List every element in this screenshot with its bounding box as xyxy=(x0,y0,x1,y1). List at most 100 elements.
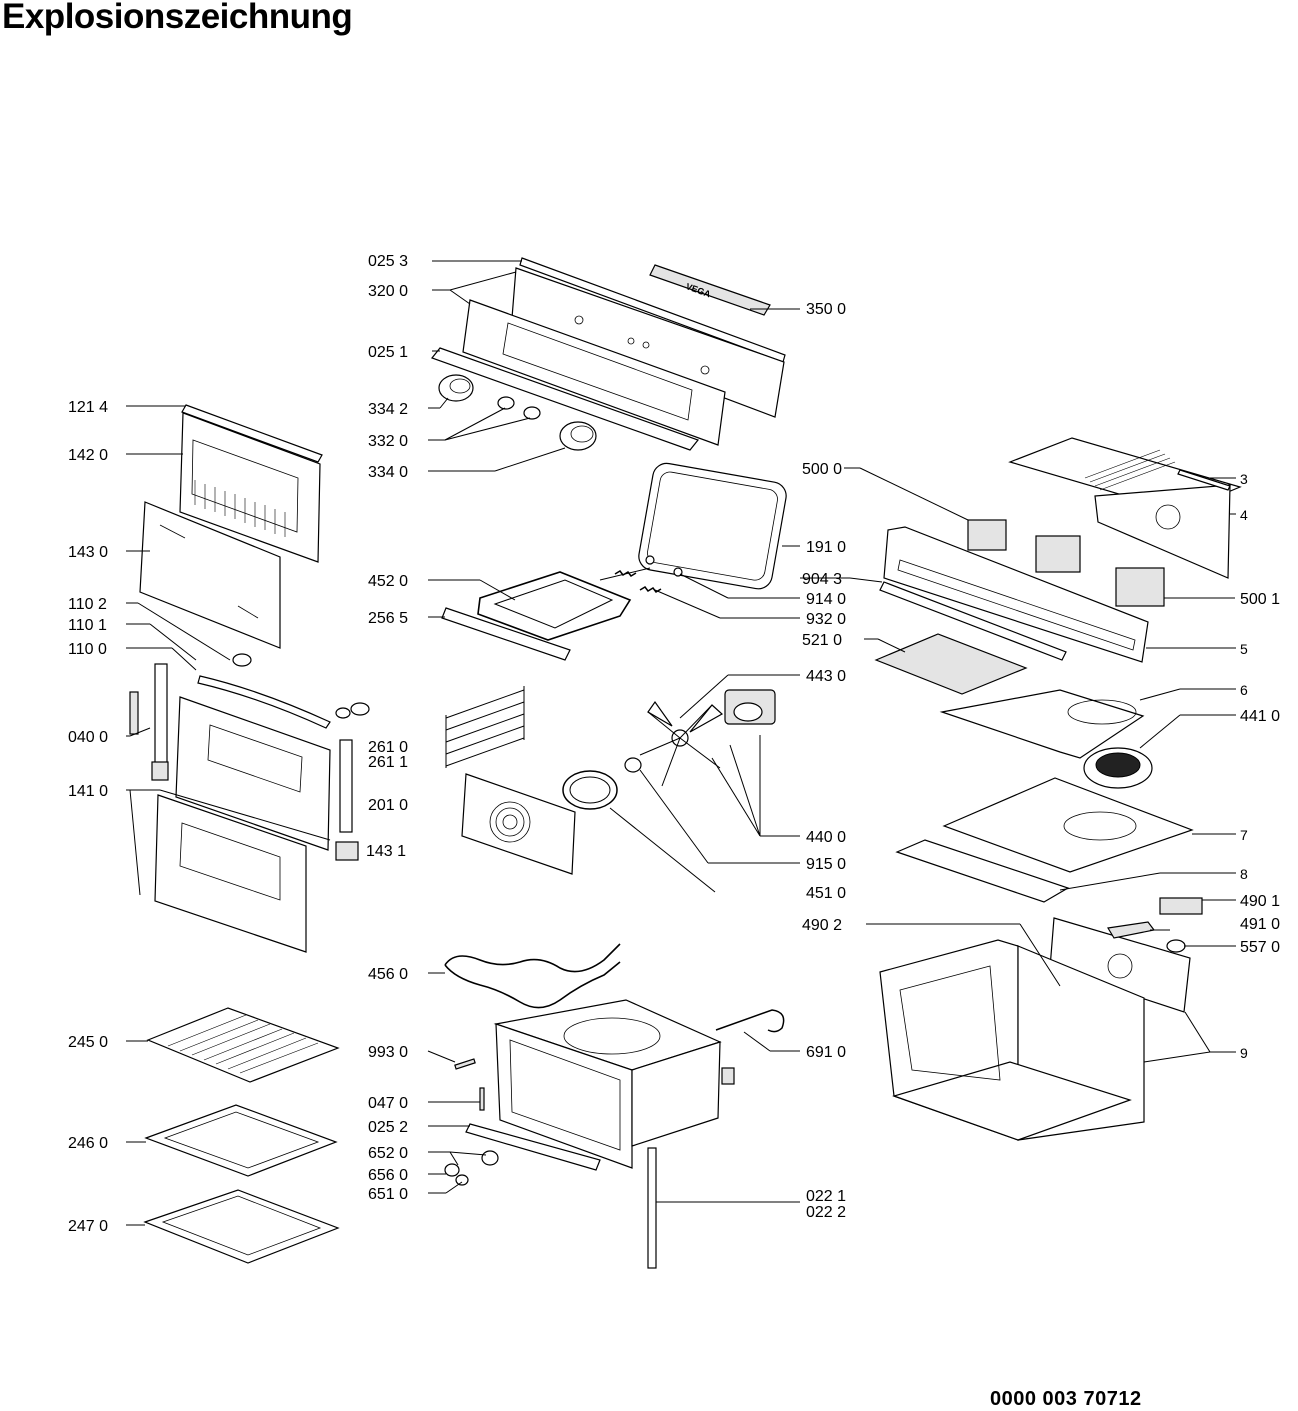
label-022-1: 022 1 xyxy=(806,1188,846,1205)
hinge-040-part xyxy=(129,663,359,861)
fan-blade-441-part xyxy=(639,700,724,787)
control-panel-frame-part xyxy=(462,299,726,446)
sensor-557-part xyxy=(1166,939,1186,953)
module-521-part xyxy=(874,633,1028,695)
label-452-0: 452 0 xyxy=(368,573,408,590)
knob-shafts-332-part xyxy=(497,396,541,420)
label-456-0: 456 0 xyxy=(368,966,408,983)
tray-247-part xyxy=(143,1189,340,1264)
glass-pane-143-part xyxy=(139,501,281,649)
page-title: Explosionszeichnung xyxy=(2,0,353,36)
label-521-0: 521 0 xyxy=(802,632,842,649)
part-labels: 025 3 320 0 025 1 350 0 121 4 142 0 334 … xyxy=(68,253,1280,1235)
label-025-1: 025 1 xyxy=(368,344,408,361)
terminal-491-part xyxy=(1107,921,1156,939)
label-201-0: 201 0 xyxy=(368,797,408,814)
grill-rack-245-part xyxy=(146,1007,340,1083)
label-320-0: 320 0 xyxy=(368,283,408,300)
label-121-4: 121 4 xyxy=(68,399,108,416)
door-handle-part xyxy=(197,653,370,729)
ring-heater-451-part xyxy=(562,770,618,810)
label-500-1: 500 1 xyxy=(1240,591,1280,608)
label-261-0: 261 0 xyxy=(368,739,408,756)
springs-part xyxy=(614,555,683,593)
label-914-0: 914 0 xyxy=(806,591,846,608)
document-number: 0000 003 70712 xyxy=(990,1388,1142,1410)
small-parts-993-part xyxy=(454,1058,485,1111)
label-143-1: 143 1 xyxy=(366,843,406,860)
leader-lines xyxy=(126,260,1236,1226)
knob-334-2-part xyxy=(438,374,474,402)
door-top-profile-part xyxy=(181,404,323,463)
fan-441-0-part xyxy=(1083,747,1153,789)
inner-door-141-part xyxy=(175,696,331,851)
bottom-heater-456-part xyxy=(444,943,621,1009)
label-6: 6 xyxy=(1240,682,1248,698)
trim-strip-part xyxy=(431,347,699,451)
door-seal-part xyxy=(638,462,787,590)
label-490-1: 490 1 xyxy=(1240,893,1280,910)
lamp-hanger-691-part xyxy=(715,1009,785,1085)
label-025-3: 025 3 xyxy=(368,253,408,270)
label-334-0: 334 0 xyxy=(368,464,408,481)
label-4: 4 xyxy=(1240,507,1248,523)
label-332-0: 332 0 xyxy=(368,433,408,450)
fan-motor-443-part xyxy=(724,689,776,725)
label-022-2: 022 2 xyxy=(806,1204,846,1221)
label-656-0: 656 0 xyxy=(368,1167,408,1184)
label-932-0: 932 0 xyxy=(806,611,846,628)
side-rack-261-part xyxy=(445,686,525,768)
front-trim-025-2-part xyxy=(465,1123,601,1171)
badge-350-part: VEGA xyxy=(649,264,771,316)
label-451-0: 451 0 xyxy=(806,885,846,902)
label-110-1: 110 1 xyxy=(68,617,107,634)
label-490-2: 490 2 xyxy=(802,917,842,934)
spacer-915-part xyxy=(624,757,642,773)
label-025-2: 025 2 xyxy=(368,1119,408,1136)
label-143-0: 143 0 xyxy=(68,544,108,561)
label-047-0: 047 0 xyxy=(368,1095,408,1112)
control-frame-5-part xyxy=(883,526,1149,663)
plate-8-part xyxy=(895,839,1070,903)
knob-334-0-part xyxy=(559,421,597,451)
label-3: 3 xyxy=(1240,471,1248,487)
label-443-0: 443 0 xyxy=(806,668,846,685)
label-491-0: 491 0 xyxy=(1240,916,1280,933)
label-110-2: 110 2 xyxy=(68,596,107,613)
housing-9-part xyxy=(879,939,1145,1141)
label-557-0: 557 0 xyxy=(1240,939,1280,956)
strip-904-part xyxy=(879,581,1067,661)
tray-246-part xyxy=(144,1104,338,1177)
side-rail-022-part xyxy=(647,1147,657,1269)
label-7: 7 xyxy=(1240,827,1248,843)
label-440-0: 440 0 xyxy=(806,829,846,846)
top-cover-3-4-part xyxy=(1008,437,1242,579)
switch-500-1-part xyxy=(1115,567,1165,607)
label-261-1: 261 1 xyxy=(368,754,408,771)
label-8: 8 xyxy=(1240,866,1248,882)
label-256-5: 256 5 xyxy=(368,610,408,627)
label-245-0: 245 0 xyxy=(68,1034,108,1051)
control-panel-front-part xyxy=(511,267,785,418)
label-247-0: 247 0 xyxy=(68,1218,108,1235)
oven-cavity-part xyxy=(493,999,722,1169)
duct-6-part xyxy=(939,689,1145,759)
back-panel-part xyxy=(1049,917,1191,1013)
label-040-0: 040 0 xyxy=(68,729,108,746)
label-141-0: 141 0 xyxy=(68,783,108,800)
label-500-0: 500 0 xyxy=(802,461,842,478)
label-142-0: 142 0 xyxy=(68,447,108,464)
label-5: 5 xyxy=(1240,641,1248,657)
label-9: 9 xyxy=(1240,1045,1248,1061)
label-246-0: 246 0 xyxy=(68,1135,108,1152)
label-904-3: 904 3 xyxy=(802,571,842,588)
label-191-0: 191 0 xyxy=(806,539,846,556)
connector-490-1-part xyxy=(1159,897,1203,915)
deflector-256-part xyxy=(441,607,571,661)
switch-500-0-part xyxy=(967,519,1081,573)
plate-7-part xyxy=(942,777,1194,873)
label-651-0: 651 0 xyxy=(368,1186,408,1203)
fan-cover-201-part xyxy=(461,773,576,875)
label-441-0: 441 0 xyxy=(1240,708,1280,725)
